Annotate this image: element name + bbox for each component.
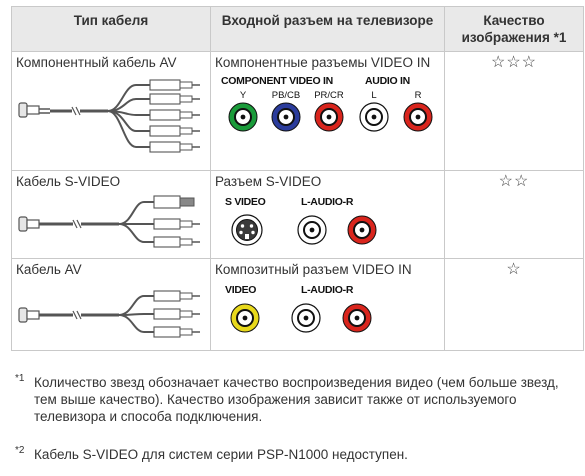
quality-stars: ☆☆: [444, 170, 584, 259]
footnote-2: *2 Кабель S-VIDEO для систем серии PSP-N…: [15, 445, 575, 463]
input-cell: Композитный разъем VIDEO IN VIDEO L-AUDI…: [210, 258, 445, 351]
table-row: Кабель S-VIDEO: [11, 170, 584, 259]
cable-cell: Компонентный кабель AV: [11, 51, 211, 171]
table-row: Компонентный кабель AV: [11, 51, 584, 171]
av-cable-illustration: [18, 290, 200, 338]
quality-stars: ☆☆☆: [444, 51, 584, 171]
rca-jack-audio-r: [403, 102, 433, 132]
s-video-label: S VIDEO: [225, 196, 266, 208]
jack-label-pb: PB/CB: [272, 90, 301, 101]
component-cable-illustration: [18, 79, 200, 153]
rca-jack-audio-l: [359, 102, 389, 132]
input-name: Композитный разъем VIDEO IN: [215, 262, 412, 277]
footnote-text: Количество звезд обозначает качество вос…: [34, 375, 559, 424]
l-audio-r-label: L-AUDIO-R: [301, 284, 354, 296]
s-video-jack: [231, 214, 263, 246]
table-header-row: Тип кабеля Входной разъем на телевизоре …: [11, 6, 584, 52]
rca-jack-pr: [314, 102, 344, 132]
footnote-marker: *2: [15, 445, 25, 456]
header-tv-input: Входной разъем на телевизоре: [210, 6, 445, 52]
composite-input-diagram: VIDEO L-AUDIO-R: [225, 284, 372, 333]
jack-label-l: L: [371, 90, 376, 101]
input-cell: Компонентные разъемы VIDEO IN COMPONENT …: [210, 51, 445, 171]
header-cable-type: Тип кабеля: [11, 6, 211, 52]
jack-label-pr: PR/CR: [314, 90, 344, 101]
input-cell: Разъем S-VIDEO S VIDEO L-AUDIO-R: [210, 170, 445, 259]
s-video-input-diagram: S VIDEO L-AUDIO-R: [225, 196, 377, 246]
input-name: Разъем S-VIDEO: [215, 174, 322, 189]
rca-jack-y: [228, 102, 258, 132]
rca-jack-audio-l: [297, 215, 327, 245]
l-audio-r-label: L-AUDIO-R: [301, 196, 354, 208]
footnote-text: Кабель S-VIDEO для систем серии PSP-N100…: [34, 447, 408, 462]
audio-in-label: AUDIO IN: [365, 75, 410, 87]
cable-name: Компонентный кабель AV: [16, 55, 177, 70]
cable-cell: Кабель S-VIDEO: [11, 170, 211, 259]
s-video-cable-illustration: [18, 195, 200, 248]
input-name: Компонентные разъемы VIDEO IN: [215, 55, 431, 70]
table-row: Кабель AV: [11, 258, 584, 351]
footnote-1: *1 Количество звезд обозначает качество …: [15, 373, 575, 425]
cable-table: Тип кабеля Входной разъем на телевизоре …: [11, 6, 584, 351]
footnote-marker: *1: [15, 373, 25, 384]
jack-label-y: Y: [240, 90, 247, 101]
rca-jack-audio-r: [342, 303, 372, 333]
component-input-diagram: COMPONENT VIDEO IN AUDIO IN Y PB/CB PR/C…: [221, 75, 433, 132]
rca-jack-audio-l: [291, 303, 321, 333]
jack-label-r: R: [415, 90, 422, 101]
cable-cell: Кабель AV: [11, 258, 211, 351]
rca-jack-audio-r: [347, 215, 377, 245]
cable-name: Кабель AV: [16, 262, 82, 277]
component-video-in-label: COMPONENT VIDEO IN: [221, 75, 333, 87]
rca-jack-video: [230, 303, 260, 333]
header-quality: Качество изображения *1: [444, 6, 584, 52]
quality-stars: ☆: [444, 258, 584, 351]
cable-name: Кабель S-VIDEO: [16, 174, 121, 189]
rca-jack-pb: [271, 102, 301, 132]
video-label: VIDEO: [225, 284, 256, 296]
